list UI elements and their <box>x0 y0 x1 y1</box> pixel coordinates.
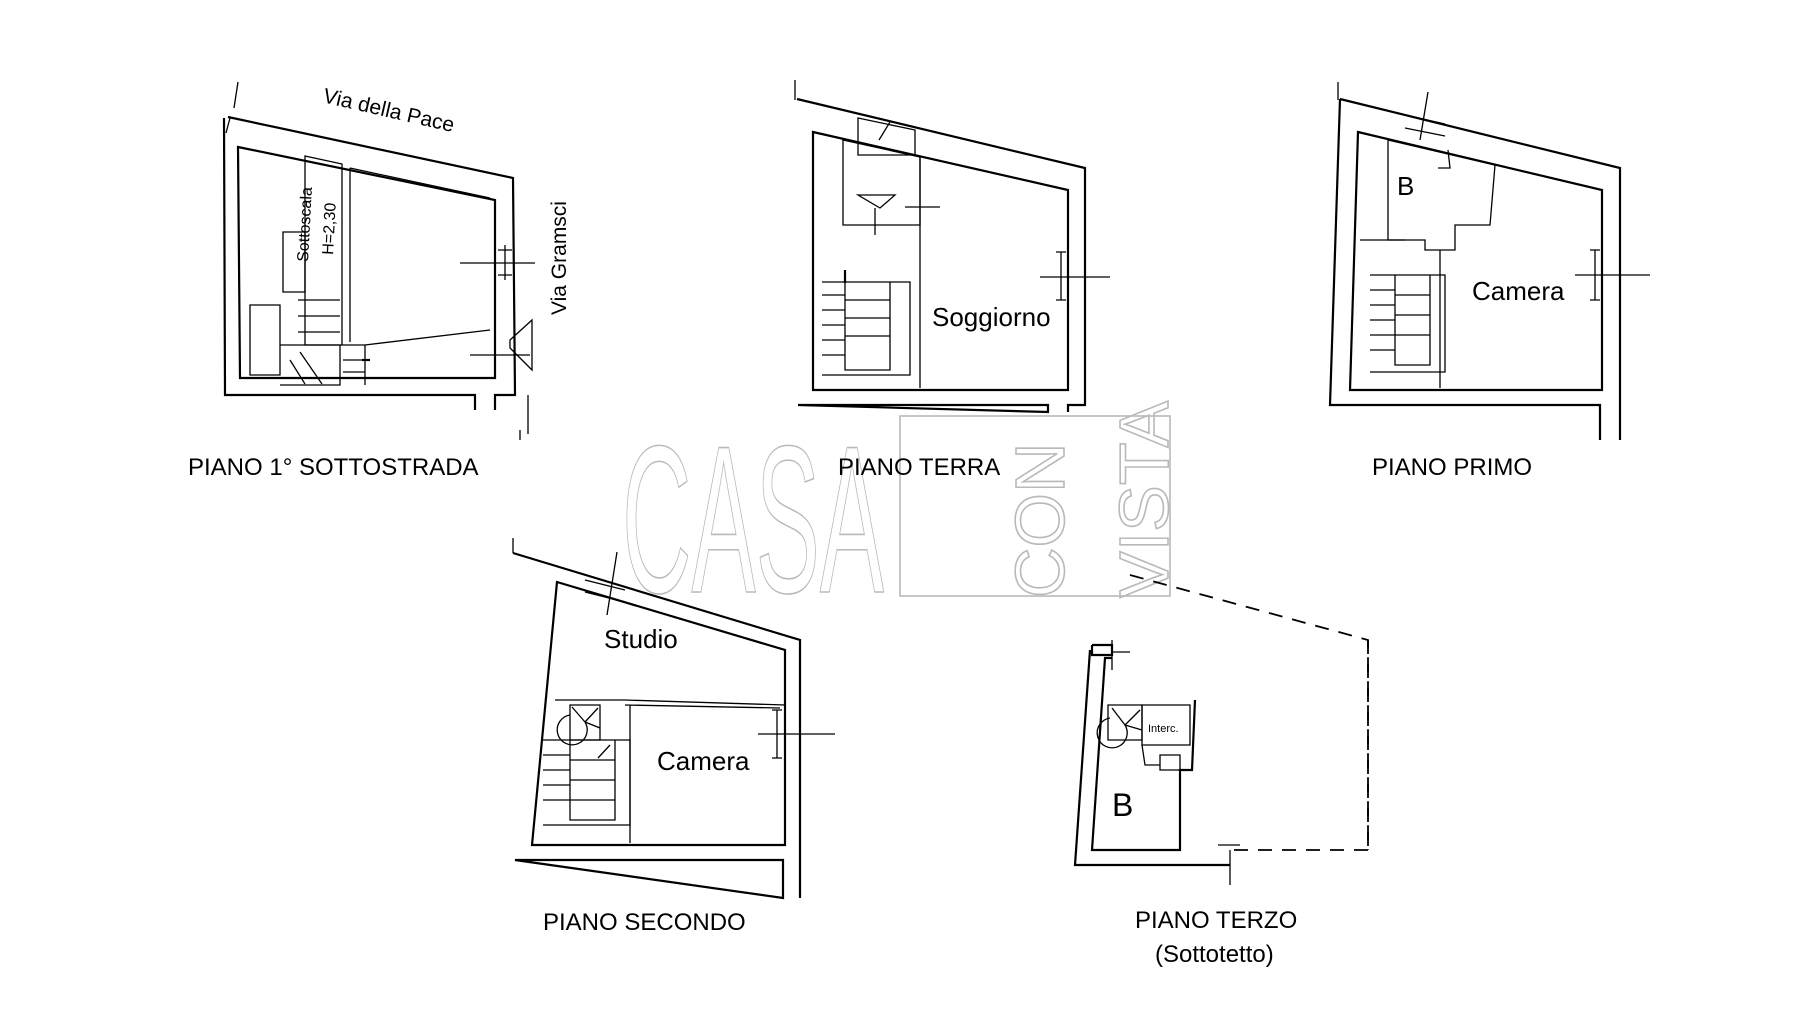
watermark-con: CON <box>1001 442 1079 598</box>
floor-title-secondo: PIANO SECONDO <box>543 909 746 936</box>
watermark-logo: CASA CON VISTA <box>621 400 1184 638</box>
room-label-b-terzo: B <box>1112 787 1133 823</box>
room-label-b-primo: B <box>1397 171 1414 201</box>
plan-terzo: Interc. B PIANO TERZO (Sottotetto) <box>1073 574 1369 968</box>
plan-secondo: Studio Camera PIANO SECONDO <box>512 538 835 936</box>
room-label-camera-primo: Camera <box>1472 276 1565 306</box>
floor-title-sottostrada: PIANO 1° SOTTOSTRADA <box>188 454 479 481</box>
room-label-height: H=2,30 <box>320 202 340 255</box>
room-label-interc: Interc. <box>1148 723 1179 735</box>
plan-primo: B Camera PIANO PRIMO <box>1328 82 1650 481</box>
room-label-camera-secondo: Camera <box>657 746 750 776</box>
floor-subtitle-terzo: (Sottotetto) <box>1155 941 1274 968</box>
floor-title-terra: PIANO TERRA <box>838 454 1000 481</box>
watermark-vista: VISTA <box>1105 401 1183 598</box>
room-label-soggiorno: Soggiorno <box>932 302 1051 332</box>
room-label-studio: Studio <box>604 624 678 654</box>
watermark-casa: CASA <box>622 402 884 637</box>
watermark-box <box>899 415 1171 597</box>
plan-sottostrada: Via della Pace Via Gramsci Sottoscala H=… <box>188 81 571 481</box>
floor-title-primo: PIANO PRIMO <box>1372 454 1532 481</box>
street-label-via-gramsci: Via Gramsci <box>548 201 571 315</box>
street-label-via-della-pace: Via della Pace <box>321 84 457 137</box>
room-label-sottoscala: Sottoscala <box>295 187 316 263</box>
floor-title-terzo: PIANO TERZO <box>1135 907 1297 934</box>
plan-terra: Soggiorno PIANO TERRA <box>794 80 1110 481</box>
